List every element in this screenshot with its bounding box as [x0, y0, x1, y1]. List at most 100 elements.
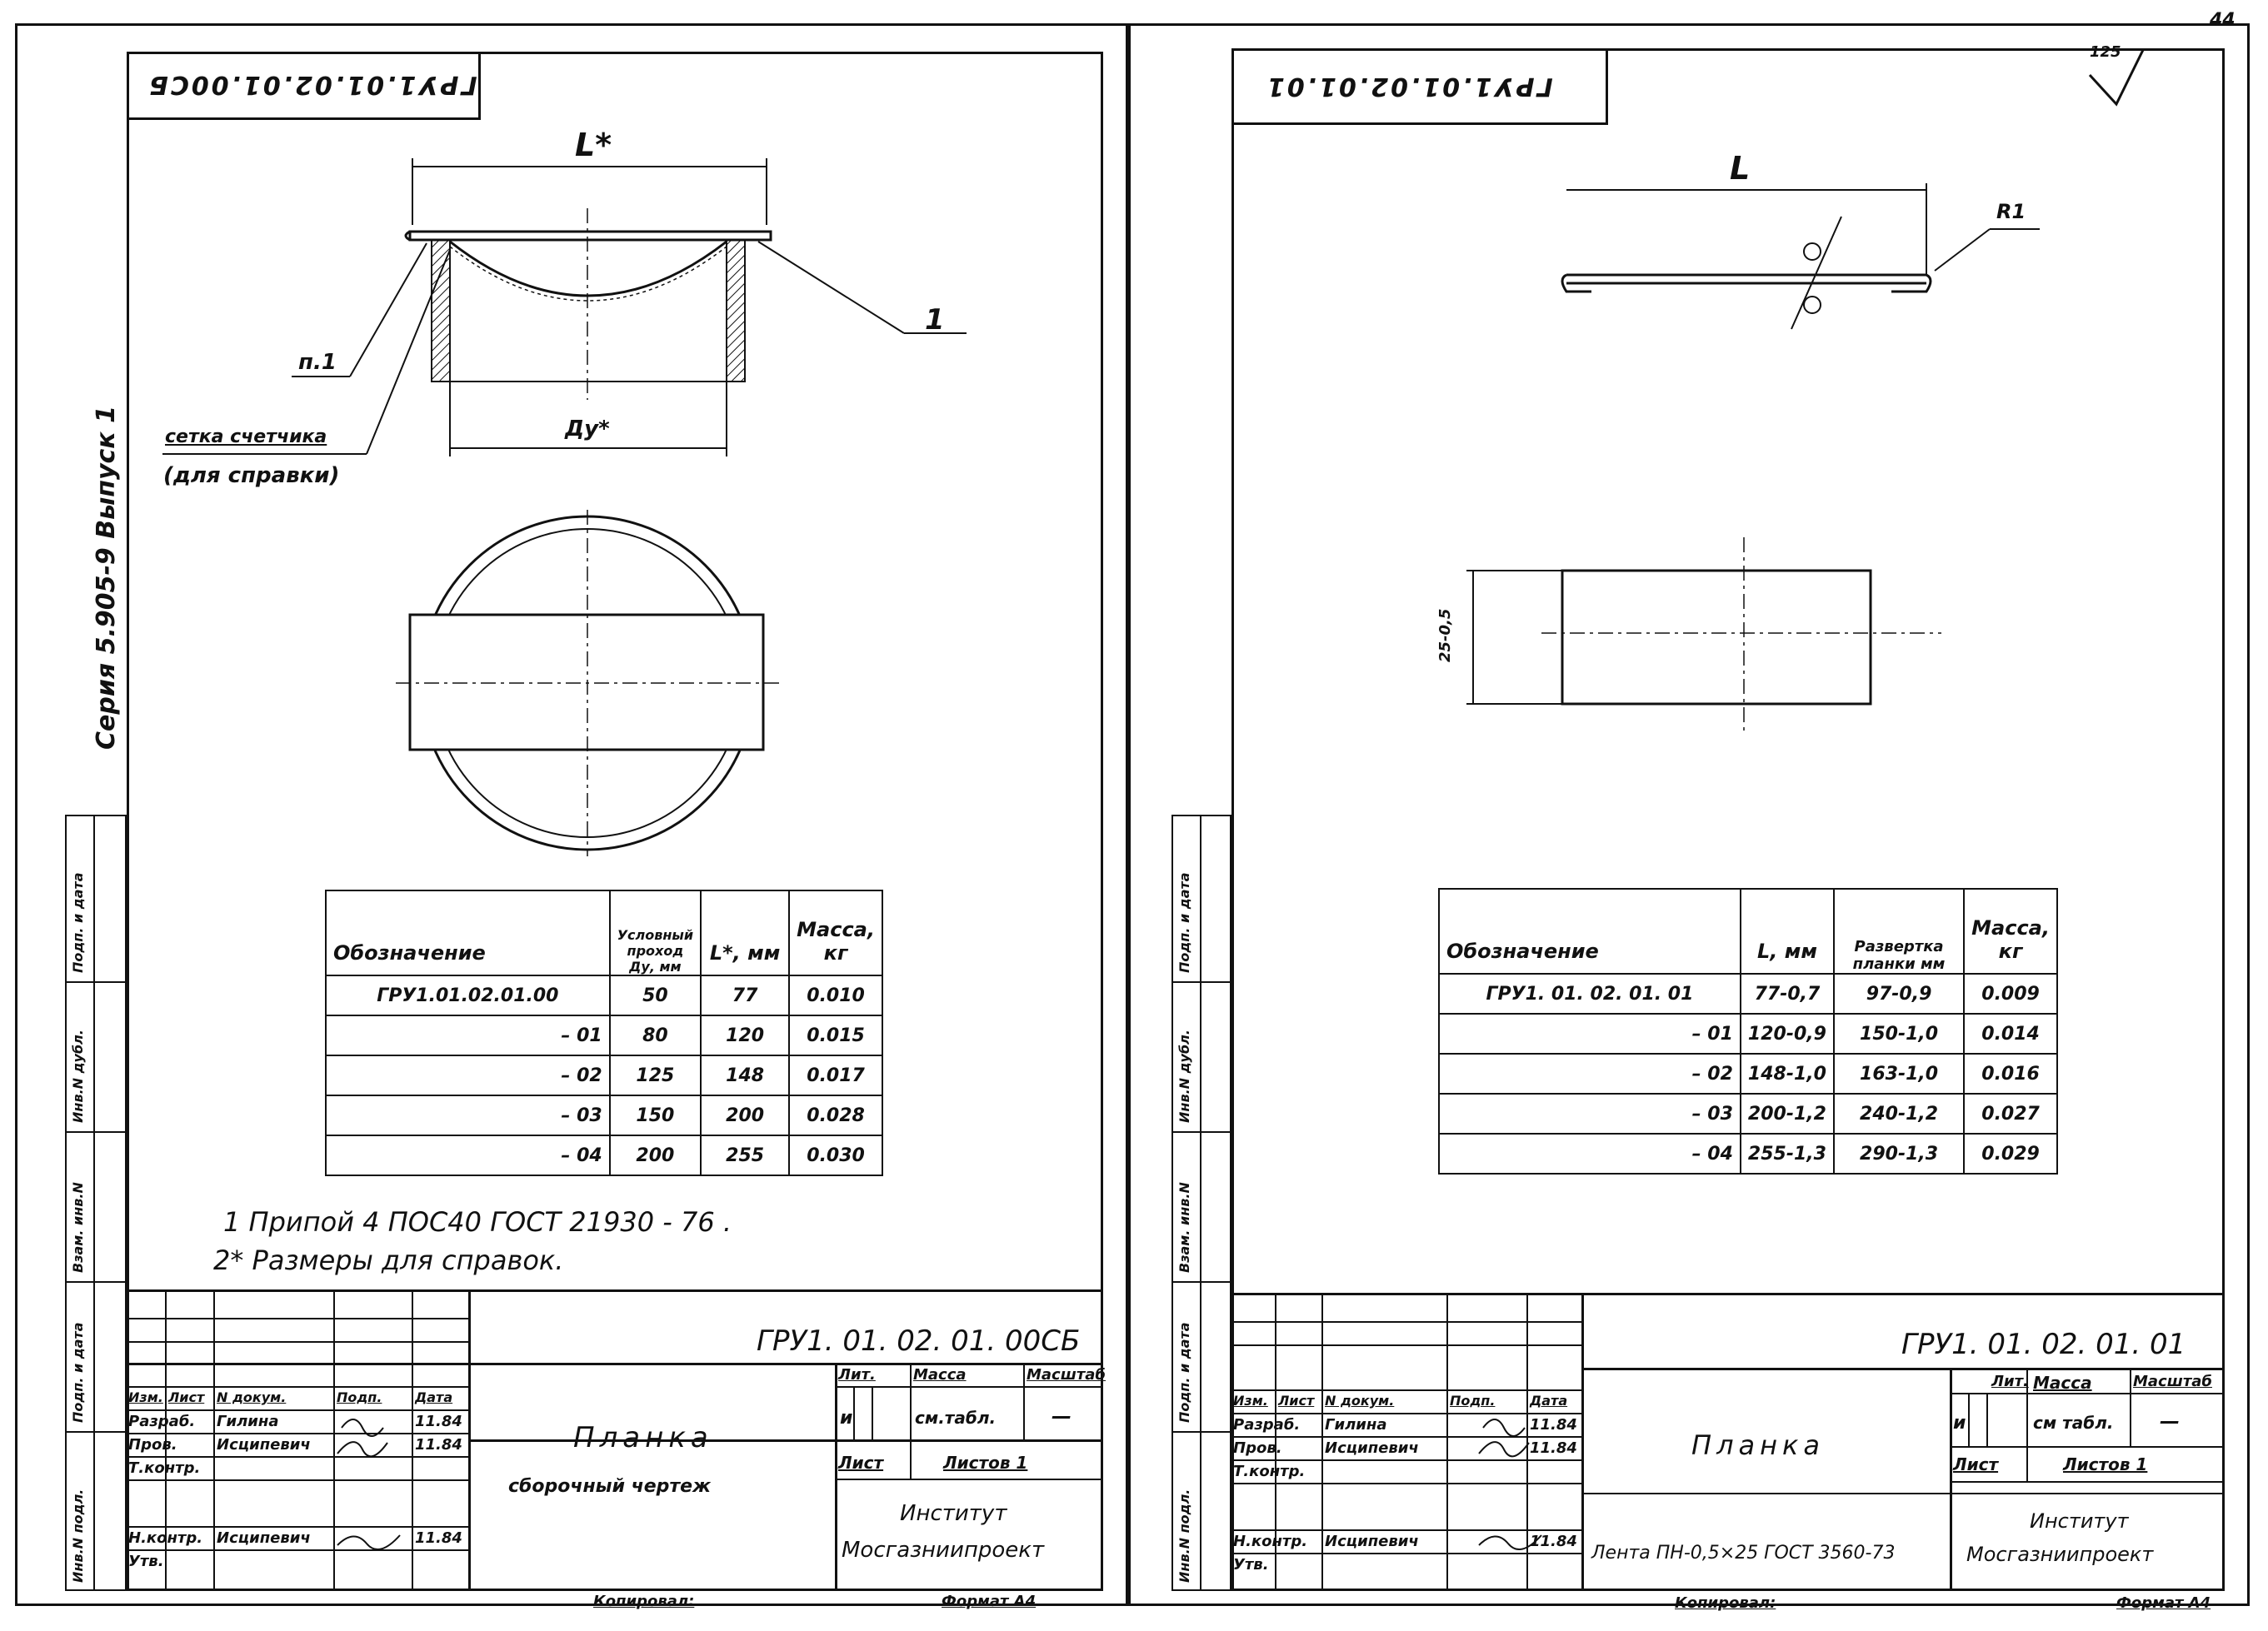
left-tb-role-2: Т.контр. — [128, 1459, 201, 1477]
right-tb-org-2: Мосгазниипроект — [1966, 1543, 2154, 1566]
left-tb-org-1: Институт — [900, 1501, 1007, 1526]
right-tb-h-izm: Изм. — [1233, 1393, 1268, 1409]
left-tb-sheet: Лист — [838, 1453, 884, 1473]
right-side-strip — [1171, 815, 1231, 1591]
left-tb-role-5: Утв. — [128, 1553, 164, 1570]
left-tb-h-date: Дата — [415, 1389, 453, 1405]
right-tb-org-1: Институт — [2030, 1509, 2129, 1533]
right-tb-sheet: Лист — [1953, 1454, 1999, 1474]
left-tb-mass: Масса — [913, 1366, 967, 1384]
right-tb-name-1: Исципевич — [1325, 1439, 1419, 1457]
right-th-0: Обозначение — [1438, 888, 1741, 975]
left-note-2: 2* Размеры для справок. — [213, 1244, 564, 1276]
left-tb-lit-val: и — [840, 1408, 853, 1429]
left-label-n1: п.1 — [298, 350, 337, 375]
right-dim-R: R1 — [1996, 200, 2026, 223]
right-tb-name-0: Гилина — [1325, 1416, 1387, 1434]
left-format: Формат А4 — [942, 1593, 1037, 1610]
right-th-1: L, мм — [1739, 888, 1835, 975]
right-sheet-border — [1128, 23, 2250, 1606]
right-th-2: Развертка планки мм — [1832, 888, 1966, 975]
right-tb-name: Планка — [1691, 1429, 1825, 1461]
left-mesh-note-1: сетка счетчика — [165, 426, 327, 447]
right-side-label-3: Подп. и дата — [1176, 1322, 1192, 1423]
right-tb-mass-val: см табл. — [2033, 1413, 2114, 1433]
right-tb-role-4: Н.контр. — [1233, 1533, 1308, 1550]
right-side-label-2: Взам. инв.N — [1176, 1182, 1192, 1273]
left-th-0: Обозначение — [325, 890, 611, 976]
right-code-box — [1231, 48, 1608, 125]
right-dim-L: L — [1730, 150, 1751, 187]
right-tb-h-date: Дата — [1530, 1393, 1568, 1409]
right-tb-role-5: Утв. — [1233, 1556, 1269, 1574]
left-tb-name: Планка — [573, 1421, 713, 1454]
left-side-strip — [65, 815, 127, 1591]
page-number: 44 — [2210, 10, 2236, 31]
left-tb-date-1: 11.84 — [415, 1436, 462, 1454]
right-side-label-0: Подп. и дата — [1176, 872, 1192, 973]
left-tb-name-4: Исципевич — [217, 1529, 311, 1547]
left-dim-Dy: Ду* — [565, 416, 610, 441]
left-tb-scale-val: — — [1052, 1404, 1072, 1428]
left-tb-scale: Масштаб — [1027, 1366, 1106, 1384]
right-tb-name-4: Исципевич — [1325, 1533, 1419, 1550]
right-tb-h-sign: Подп. — [1450, 1393, 1496, 1409]
left-copied: Копировал: — [593, 1593, 695, 1610]
right-tb-role-2: Т.контр. — [1233, 1463, 1306, 1480]
left-tb-h-doc: N докум. — [217, 1389, 287, 1405]
left-tb-h-sign: Подп. — [337, 1389, 382, 1405]
left-tb-name-0: Гилина — [217, 1413, 279, 1430]
right-side-label-1: Инв.N дубл. — [1176, 1030, 1192, 1123]
left-drawing-frame — [127, 52, 1103, 1591]
left-label-1: 1 — [925, 303, 945, 337]
left-tb-h-list: Лист — [168, 1389, 205, 1405]
left-tb-sheets: Листов 1 — [943, 1453, 1028, 1473]
left-tb-date-4: 11.84 — [415, 1529, 462, 1547]
left-th-3: Масса, кг — [788, 890, 883, 976]
left-sheet-border — [15, 23, 1128, 1606]
left-code-box — [127, 52, 481, 120]
left-note-1: 1 Припой 4 ПОС40 ГОСТ 21930 - 76 . — [223, 1206, 732, 1238]
right-tb-scale-val: — — [2160, 1409, 2180, 1433]
left-tb-code: ГРУ1. 01. 02. 01. 00СБ — [757, 1324, 1081, 1358]
right-tb-lit: Лит. — [1991, 1373, 2029, 1390]
left-title-block — [127, 1289, 1103, 1591]
left-tb-lit: Лит. — [838, 1366, 876, 1384]
left-tb-org-2: Мосгазниипроект — [842, 1538, 1045, 1563]
right-tb-h-list: Лист — [1278, 1393, 1315, 1409]
left-tb-h-izm: Изм. — [128, 1389, 163, 1405]
right-tb-date-0: 11.84 — [1530, 1416, 1577, 1434]
right-side-label-4: Инв.N подл. — [1176, 1489, 1192, 1583]
right-tb-sheets: Листов 1 — [2063, 1454, 2148, 1474]
right-spec-table: Обозначение L, мм Развертка планки мм Ма… — [1438, 888, 2058, 1175]
right-tb-h-doc: N докум. — [1325, 1393, 1395, 1409]
right-dim-25: 25-0,5 — [1436, 608, 1454, 662]
right-tb-scale: Масштаб — [2133, 1373, 2212, 1390]
right-tb-role-0: Разраб. — [1233, 1416, 1301, 1434]
right-title-block — [1231, 1293, 2225, 1591]
right-tb-mass: Масса — [2033, 1373, 2092, 1393]
right-mirrored-code: ГРУ1.01.02.01.01 — [1265, 72, 1553, 101]
left-tb-date-0: 11.84 — [415, 1413, 462, 1430]
right-copied: Копировал: — [1675, 1594, 1776, 1612]
roughness-value: 125 — [2090, 43, 2121, 61]
right-tb-material: Лента ПН-0,5×25 ГОСТ 3560-73 — [1591, 1543, 1896, 1564]
right-th-3: Масса, кг — [1963, 888, 2058, 975]
left-mesh-note-2: (для справки) — [163, 463, 340, 488]
left-th-2: L*, мм — [700, 890, 791, 976]
right-tb-lit-val: и — [1953, 1413, 1966, 1434]
right-tb-role-1: Пров. — [1233, 1439, 1282, 1457]
left-tb-role-4: Н.контр. — [128, 1529, 203, 1547]
left-spec-table: Обозначение Условный проход Ду, мм L*, м… — [325, 890, 883, 1176]
left-tb-name-1: Исципевич — [217, 1436, 311, 1454]
